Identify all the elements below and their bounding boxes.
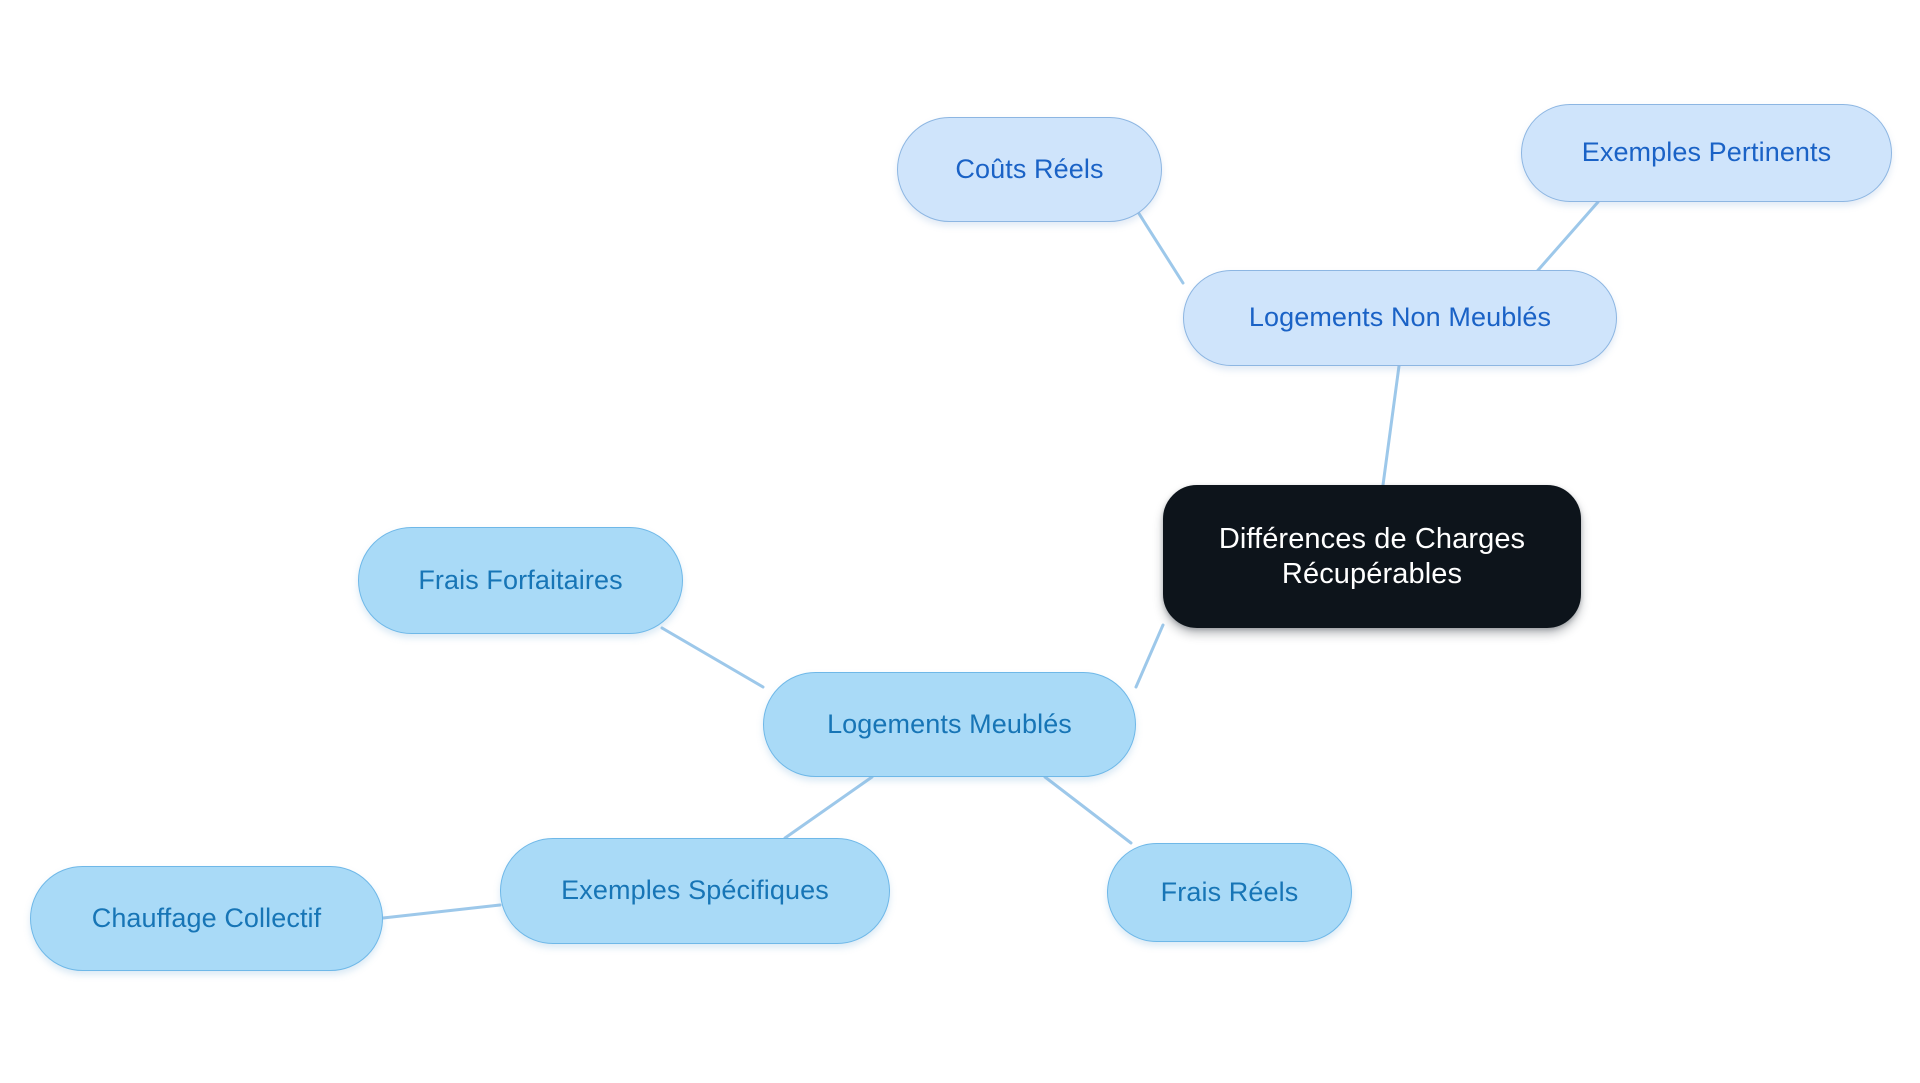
edge-meubles-frais-reels bbox=[1043, 775, 1133, 845]
node-exemples-pertinents-label: Exemples Pertinents bbox=[1581, 137, 1832, 168]
node-logements-meubles-label: Logements Meublés bbox=[827, 708, 1072, 739]
node-couts-reels[interactable]: Coûts Réels bbox=[897, 117, 1162, 222]
node-exemples-pertinents[interactable]: Exemples Pertinents bbox=[1521, 104, 1892, 202]
node-logements-meubles[interactable]: Logements Meublés bbox=[763, 672, 1136, 777]
edge-root-non-meubles bbox=[1381, 364, 1401, 487]
node-exemples-specifiques[interactable]: Exemples Spécifiques bbox=[500, 838, 890, 944]
node-logements-non-meubles-label: Logements Non Meublés bbox=[1248, 302, 1552, 333]
edge-non-meubles-couts-reels bbox=[1136, 210, 1185, 285]
node-chauffage-collectif[interactable]: Chauffage Collectif bbox=[30, 866, 383, 971]
node-couts-reels-label: Coûts Réels bbox=[955, 153, 1104, 184]
node-frais-reels-label: Frais Réels bbox=[1160, 876, 1299, 907]
edge-exemples-specifiques-chauffage bbox=[381, 903, 502, 920]
edge-root-meubles bbox=[1134, 623, 1165, 689]
node-chauffage-collectif-label: Chauffage Collectif bbox=[91, 902, 322, 933]
node-frais-forfaitaires-label: Frais Forfaitaires bbox=[418, 564, 623, 595]
node-root-label: Différences de Charges Récupérables bbox=[1218, 523, 1526, 590]
node-exemples-specifiques-label: Exemples Spécifiques bbox=[561, 875, 829, 906]
node-frais-reels[interactable]: Frais Réels bbox=[1107, 843, 1352, 942]
edge-meubles-exemples-specifiques bbox=[783, 775, 874, 840]
node-logements-non-meubles[interactable]: Logements Non Meublés bbox=[1183, 270, 1617, 366]
edge-meubles-frais-forfaitaires bbox=[660, 626, 765, 689]
node-frais-forfaitaires[interactable]: Frais Forfaitaires bbox=[358, 527, 683, 634]
node-root[interactable]: Différences de Charges Récupérables bbox=[1163, 485, 1581, 628]
